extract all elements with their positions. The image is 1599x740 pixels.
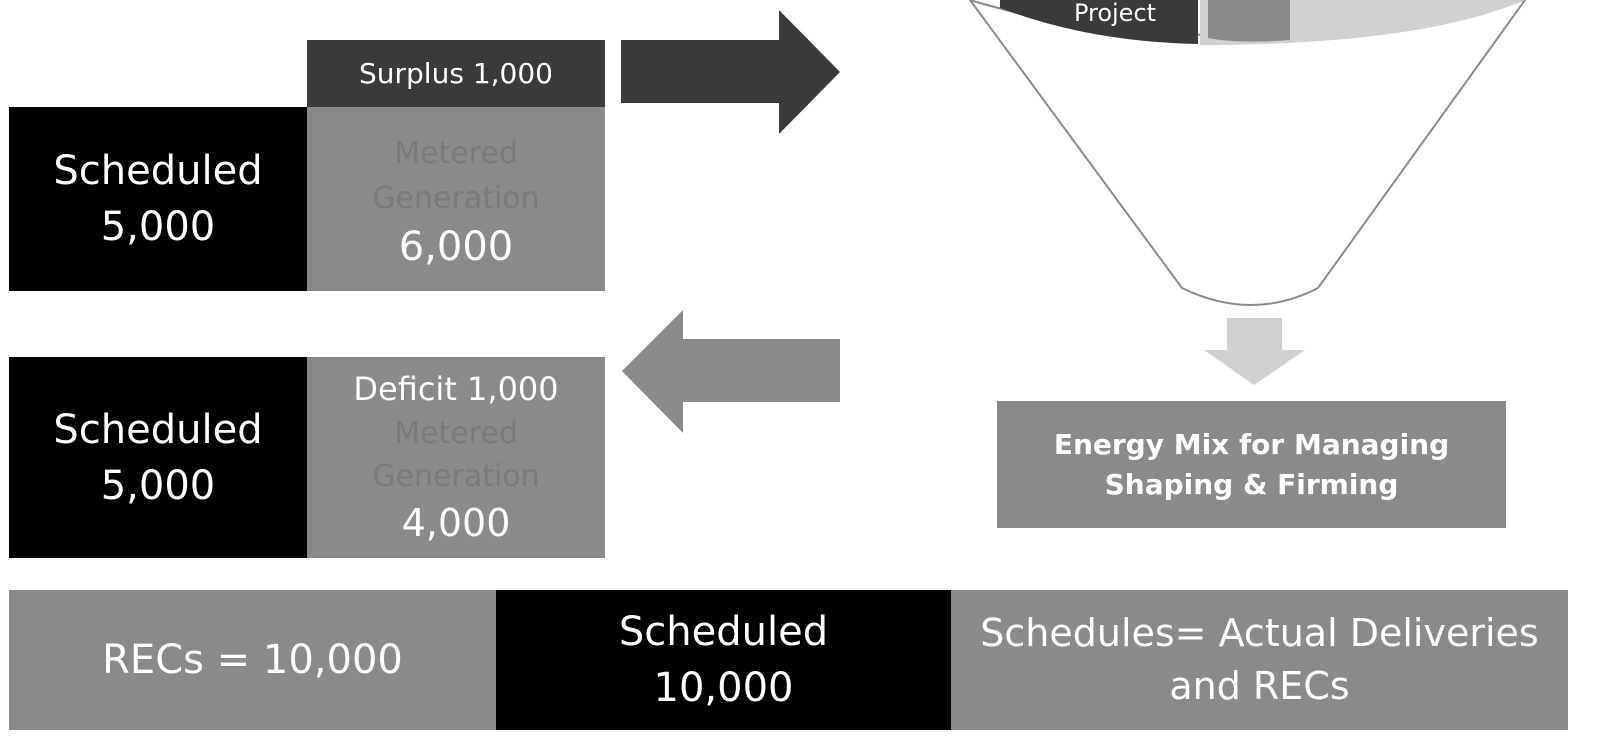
generation-label: Generation	[372, 181, 540, 216]
metered-generation-box-surplus: Metered Generation 6,000	[307, 107, 605, 291]
scheduled-label: Scheduled	[618, 609, 829, 655]
funnel-top-label-line1: Project	[1073, 0, 1157, 27]
deliveries-line1: Schedules= Actual Deliveries	[980, 610, 1539, 655]
recs-label: RECs = 10,000	[102, 637, 403, 683]
metered-value: 6,000	[398, 224, 514, 270]
funnel-top-label-line2: ...	[1109, 28, 1121, 43]
deficit-label: Deficit 1,000	[353, 369, 559, 408]
scheduled-box-deficit: Scheduled 5,000	[9, 357, 307, 558]
generation-label: Generation	[372, 459, 540, 495]
scheduled-value: 5,000	[100, 462, 216, 509]
scheduled-value: 10,000	[653, 665, 794, 711]
left-arrow-icon	[622, 310, 840, 433]
energy-mix-line2: Shaping & Firming	[1104, 467, 1399, 501]
funnel-top-label: Project ...	[1030, 0, 1200, 56]
energy-mix-box: Energy Mix for Managing Shaping & Firmin…	[997, 401, 1506, 528]
deliveries-box: Schedules= Actual Deliveries and RECs	[951, 590, 1568, 730]
metered-value: 4,000	[401, 500, 511, 545]
scheduled-value: 5,000	[100, 204, 216, 250]
metered-generation-box-deficit: Deficit 1,000 Metered Generation 4,000	[307, 357, 605, 558]
funnel-segment-dark-icon	[1000, 0, 1198, 44]
scheduled-label: Scheduled	[53, 406, 263, 453]
scheduled-box-total: Scheduled 10,000	[496, 590, 951, 730]
deliveries-line2: and RECs	[1169, 664, 1350, 708]
surplus-box: Surplus 1,000	[307, 40, 605, 107]
down-arrow-icon	[1204, 318, 1305, 385]
funnel-segment-mid-icon	[1208, 0, 1290, 42]
right-arrow-icon	[621, 10, 840, 134]
scheduled-box-surplus: Scheduled 5,000	[9, 107, 307, 291]
recs-box: RECs = 10,000	[9, 590, 496, 730]
scheduled-label: Scheduled	[53, 148, 263, 194]
surplus-label: Surplus 1,000	[359, 57, 553, 90]
metered-label: Metered	[394, 136, 518, 171]
metered-label: Metered	[394, 415, 518, 451]
energy-mix-line1: Energy Mix for Managing	[1053, 428, 1450, 462]
